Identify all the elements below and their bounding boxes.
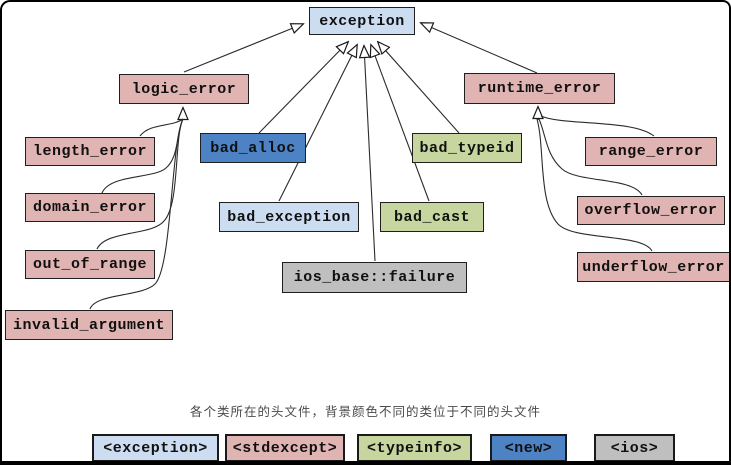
class-node-runtime-error: runtime_error bbox=[464, 73, 615, 104]
class-node-exception: exception bbox=[309, 7, 415, 35]
class-node-overflow-error: overflow_error bbox=[577, 196, 725, 225]
caption-text: 各个类所在的头文件，背景颜色不同的类位于不同的头文件 bbox=[189, 404, 541, 419]
class-node-invalid-argument: invalid_argument bbox=[5, 310, 173, 340]
class-node-bad-exception: bad_exception bbox=[219, 202, 359, 232]
legend-new-header: <new> bbox=[490, 434, 567, 461]
class-node-logic-error: logic_error bbox=[119, 74, 249, 104]
class-node-domain-error: domain_error bbox=[25, 193, 155, 222]
class-node-bad-alloc: bad_alloc bbox=[200, 133, 306, 163]
edge-bad-typeid-to-exception bbox=[378, 42, 460, 134]
edge-bad-alloc-to-exception bbox=[258, 42, 348, 134]
class-node-bad-cast: bad_cast bbox=[380, 202, 484, 232]
class-node-out-of-range: out_of_range bbox=[25, 250, 155, 279]
class-node-length-error: length_error bbox=[25, 137, 155, 166]
edge-logic-error-to-exception bbox=[183, 24, 303, 73]
class-node-bad-typeid: bad_typeid bbox=[412, 133, 522, 163]
edge-invalid-argument-to-logic-error bbox=[89, 118, 184, 310]
edge-overflow-error-to-runtime-error bbox=[538, 118, 643, 196]
legend-exception-header: <exception> bbox=[92, 434, 219, 461]
edge-length-error-to-logic-error bbox=[139, 118, 184, 137]
edge-underflow-error-to-runtime-error bbox=[536, 118, 653, 252]
class-node-underflow-error: underflow_error bbox=[577, 252, 729, 282]
edge-out-of-range-to-logic-error bbox=[96, 118, 184, 250]
class-node-ios-base-failure: ios_base::failure bbox=[282, 262, 467, 293]
legend-ios-header: <ios> bbox=[594, 434, 675, 461]
edge-ios-failure-to-exception bbox=[364, 46, 376, 262]
edge-runtime-error-to-exception bbox=[421, 23, 538, 74]
edge-bad-cast-to-exception bbox=[371, 45, 430, 202]
legend-typeinfo-header: <typeinfo> bbox=[357, 434, 472, 461]
legend-stdexcept-header: <stdexcept> bbox=[225, 434, 345, 461]
edge-bad-exception-to-exception bbox=[278, 45, 357, 202]
edge-range-error-to-runtime-error bbox=[540, 115, 655, 137]
class-node-range-error: range_error bbox=[585, 137, 717, 166]
